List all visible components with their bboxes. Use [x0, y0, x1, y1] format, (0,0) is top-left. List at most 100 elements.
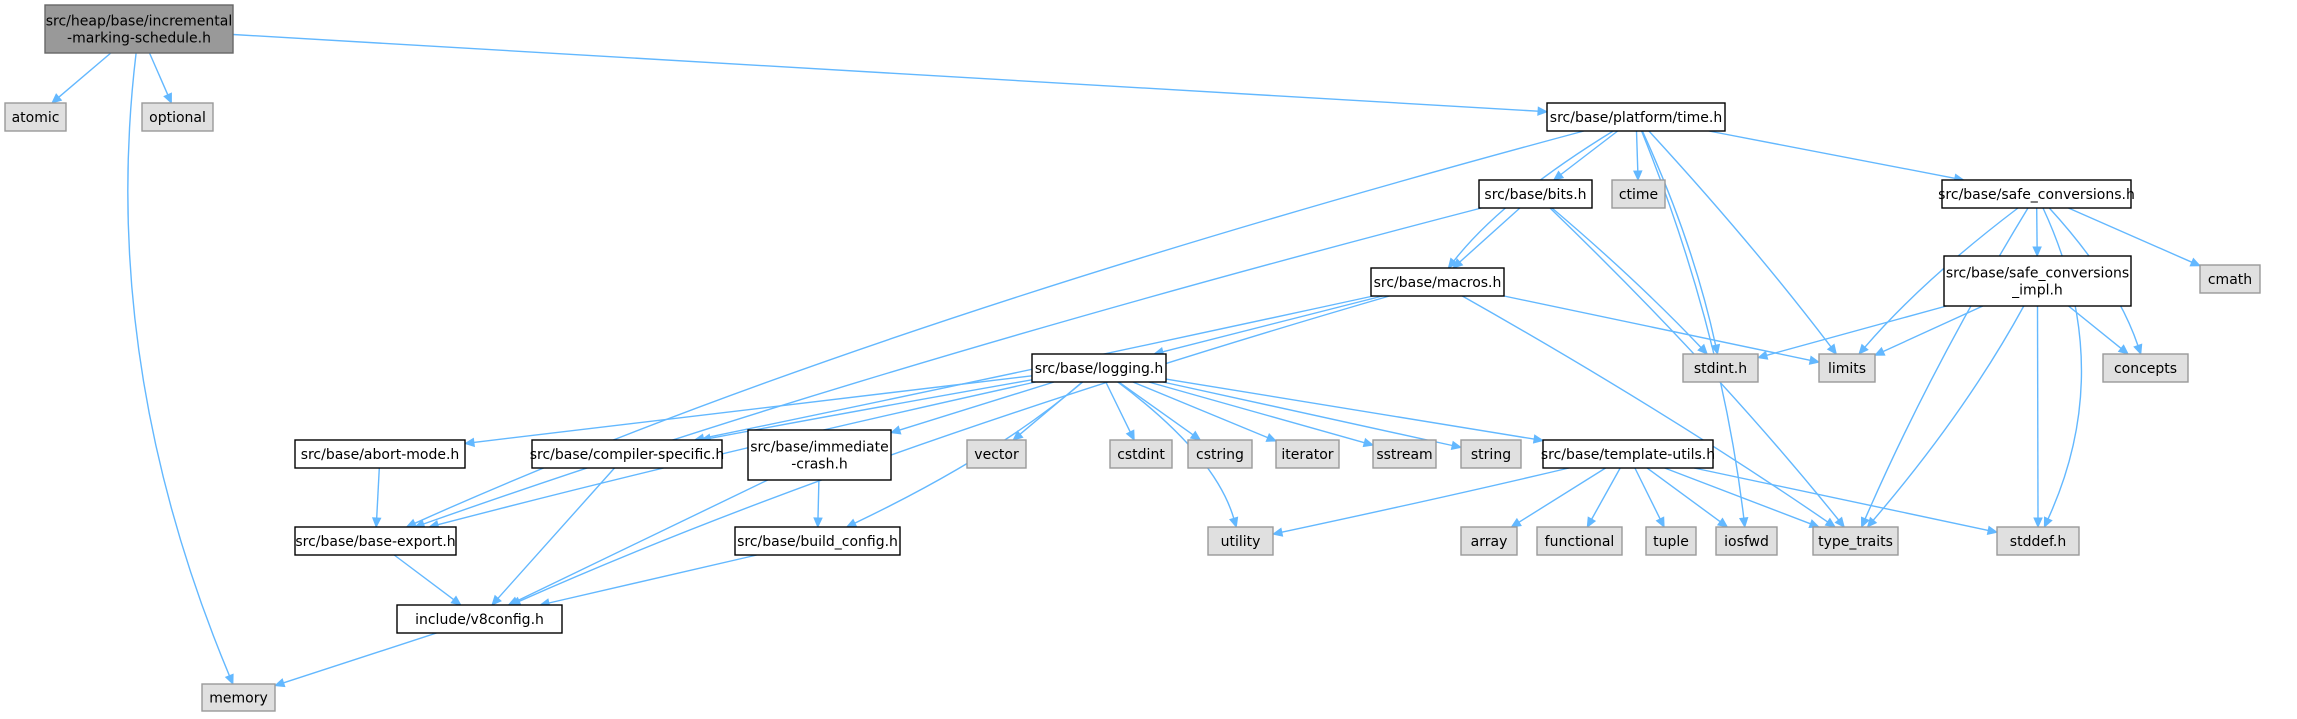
edge-time-to-bits — [1560, 130, 1619, 176]
edge-arrowhead-template_utils-to-stddef — [1986, 525, 1999, 535]
edge-time-to-limits — [1648, 130, 1832, 348]
edge-safe_conv-to-type_traits — [1864, 207, 2029, 519]
node-label: tuple — [1653, 534, 1689, 550]
node-label: stddef.h — [2010, 534, 2066, 550]
edge-arrowhead-template_utils-to-utility — [1271, 527, 1284, 537]
node-box — [201, 683, 276, 712]
edge-arrowhead-template_utils-to-iosfwd — [1716, 517, 1729, 528]
node-box — [1645, 526, 1697, 556]
node-label: utility — [1221, 534, 1261, 550]
edge-arrowhead-safe_conv_impl-to-stddef — [2033, 517, 2043, 529]
node-box — [1818, 353, 1876, 383]
edge-arrowhead-safe_conv-to-cmath — [2189, 257, 2202, 267]
edge-safe_conv_impl-to-type_traits — [1872, 305, 2025, 521]
node-box — [1187, 439, 1253, 469]
edge-safe_conv_impl-to-concepts — [2068, 305, 2122, 349]
node-build-config[interactable]: src/base/build_config.h — [734, 526, 901, 556]
node-label: src/base/safe_conversions — [1946, 266, 2129, 282]
node-iterator: iterator — [1275, 439, 1340, 469]
node-box — [1682, 353, 1759, 383]
node-label: src/base/macros.h — [1374, 275, 1502, 291]
node-abort-mode[interactable]: src/base/abort-mode.h — [294, 439, 466, 469]
edge-template_utils-to-iosfwd — [1646, 467, 1721, 523]
node-label: src/base/base-export.h — [295, 534, 455, 550]
edge-logging-to-template_utils — [1165, 378, 1535, 440]
edge-arrowhead-time-to-limits — [1826, 343, 1838, 355]
edge-arrowhead-logging-to-template_utils — [1532, 434, 1545, 444]
edge-arrowhead-bits-to-stdint — [1697, 343, 1709, 355]
edge-arrowhead-logging-to-vector — [1012, 430, 1024, 441]
node-macros[interactable]: src/base/macros.h — [1370, 267, 1505, 297]
edge-arrowhead-root-to-time — [1537, 106, 1549, 116]
header-nodes: src/heap/base/incremental-marking-schedu… — [4, 4, 2261, 712]
edge-arrowhead-logging-to-cstring — [1189, 430, 1202, 441]
node-compiler-specific[interactable]: src/base/compiler-specific.h — [530, 439, 725, 469]
node-limits: limits — [1818, 353, 1876, 383]
edge-arrowhead-base_export-to-v8config — [450, 595, 462, 606]
edge-arrowhead-safe_conv-to-concepts — [2133, 343, 2143, 356]
edge-arrowhead-template_utils-to-array — [1510, 517, 1522, 528]
edge-arrowhead-v8config-to-memory — [273, 678, 286, 688]
node-cmath: cmath — [2199, 264, 2261, 294]
node-time[interactable]: src/base/platform/time.h — [1546, 102, 1726, 132]
edge-arrowhead-safe_conv_impl-to-stdint — [1756, 350, 1769, 360]
edge-logging-to-cstring — [1118, 381, 1194, 436]
node-box — [396, 604, 563, 634]
node-label: cstdint — [1117, 447, 1165, 463]
node-base-export[interactable]: src/base/base-export.h — [294, 526, 457, 556]
edge-arrowhead-bits-to-type_traits — [1834, 516, 1845, 528]
node-label: functional — [1545, 534, 1615, 550]
node-safe-conv-impl[interactable]: src/base/safe_conversions_impl.h — [1943, 255, 2132, 307]
node-box — [531, 439, 723, 469]
edge-immediate_crash-to-build_config — [817, 479, 820, 519]
edge-logging-to-iterator — [1132, 381, 1268, 439]
edge-arrowhead-time-to-ctime — [1633, 170, 1643, 182]
node-label: src/base/abort-mode.h — [301, 447, 460, 463]
edge-logging-to-base_export — [437, 381, 1036, 526]
edge-arrowhead-time-to-stdint — [1710, 343, 1721, 356]
node-stddef: stddef.h — [1996, 526, 2080, 556]
node-label: -marking-schedule.h — [67, 31, 211, 47]
node-utility: utility — [1207, 526, 1274, 556]
node-label: src/base/compiler-specific.h — [530, 447, 725, 463]
edge-arrowhead-safe_conv_impl-to-type_traits — [1866, 516, 1878, 528]
node-label: -crash.h — [791, 457, 848, 473]
node-safe-conv[interactable]: src/base/safe_conversions.h — [1938, 179, 2135, 209]
edge-arrowhead-immediate_crash-to-build_config — [813, 517, 823, 529]
node-optional: optional — [141, 102, 214, 132]
edge-arrowhead-root-to-memory — [224, 673, 234, 686]
node-iosfwd: iosfwd — [1715, 526, 1778, 556]
node-label: vector — [974, 447, 1019, 463]
edge-macros-to-v8config — [518, 295, 1390, 602]
node-ctime: ctime — [1611, 179, 1666, 209]
edge-compiler_specific-to-v8config — [497, 467, 616, 599]
edge-arrowhead-bits-to-macros — [1452, 258, 1464, 269]
node-label: src/heap/base/incremental — [46, 14, 233, 30]
node-template-utils[interactable]: src/base/template-utils.h — [1541, 439, 1715, 469]
edge-arrowhead-logging-to-iterator — [1265, 432, 1278, 442]
node-box — [1109, 439, 1173, 469]
edge-arrowhead-time-to-base_export — [405, 518, 418, 528]
node-label: stdint.h — [1694, 361, 1747, 377]
edge-logging-to-immediate_crash — [899, 381, 1055, 431]
node-box — [1542, 439, 1714, 469]
node-atomic: atomic — [4, 102, 67, 132]
edge-arrowhead-time-to-macros — [1447, 257, 1459, 269]
node-logging[interactable]: src/base/logging.h — [1031, 353, 1167, 383]
edge-macros-to-logging — [1162, 295, 1383, 353]
node-v8config[interactable]: include/v8config.h — [396, 604, 563, 634]
edge-arrowhead-template_utils-to-tuple — [1655, 516, 1665, 529]
node-string: string — [1460, 439, 1522, 469]
node-immediate-crash[interactable]: src/base/immediate-crash.h — [747, 429, 892, 481]
edge-arrowhead-logging-to-immediate_crash — [889, 425, 902, 435]
node-box — [1941, 179, 2132, 209]
node-root[interactable]: src/heap/base/incremental-marking-schedu… — [44, 4, 234, 54]
node-bits[interactable]: src/base/bits.h — [1478, 179, 1593, 209]
edge-arrowhead-time-to-bits — [1552, 170, 1565, 181]
edge-arrowhead-compiler_specific-to-v8config — [491, 594, 502, 606]
edge-arrowhead-logging-to-sstream — [1362, 437, 1375, 448]
node-box — [1207, 526, 1274, 556]
node-box — [1460, 439, 1522, 469]
node-label: type_traits — [1818, 534, 1893, 550]
edge-arrowhead-safe_conv-to-stddef — [2043, 516, 2053, 529]
